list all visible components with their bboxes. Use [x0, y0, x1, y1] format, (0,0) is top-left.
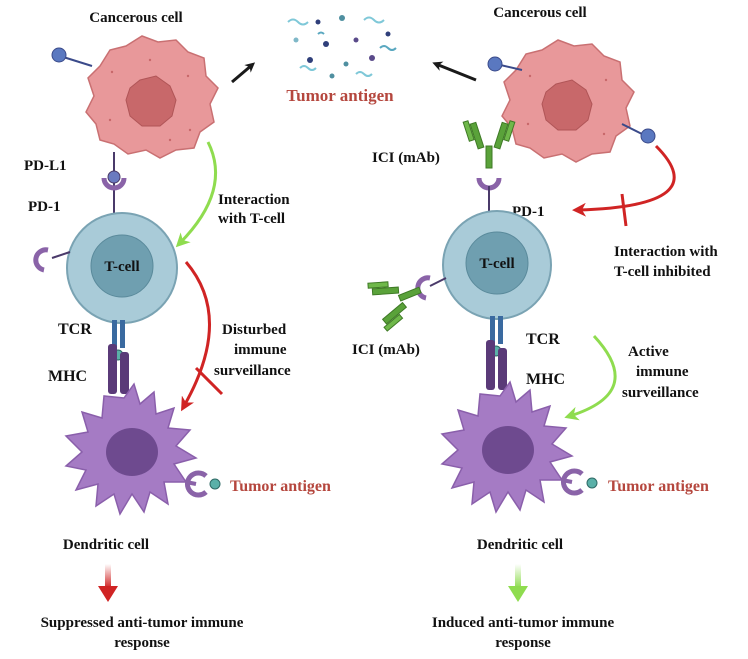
left-bound-antigen: [209, 478, 221, 490]
left-pdl1-ligand: [107, 170, 121, 184]
right-mhc-chain-b: [498, 348, 507, 390]
left-t-cell-label: T-cell: [104, 259, 139, 275]
left-disturbed-arrow: [181, 261, 211, 412]
left-dendritic-label: Dendritic cell: [63, 537, 149, 553]
left-block-mark: [194, 366, 224, 396]
right-outcome-label-1: Induced anti-tumor immune: [432, 615, 615, 631]
right-t-cell-label: T-cell: [479, 256, 514, 272]
left-outcome-label-2: response: [114, 635, 170, 651]
right-dendritic-label: Dendritic cell: [477, 537, 563, 553]
left-mhc-chain-b: [120, 352, 129, 394]
right-active-label-1: Active: [628, 344, 669, 360]
right-tcr-label: TCR: [526, 331, 560, 348]
left-cancer-cell: [51, 35, 219, 159]
right-mhc-chain-a: [486, 340, 495, 390]
right-t-cell: [442, 210, 552, 320]
tumor-antigen-particles: [287, 15, 397, 79]
left-tcr-label: TCR: [58, 321, 92, 338]
right-tcr-chain-b: [498, 316, 503, 344]
right-outcome-label-2: response: [495, 635, 551, 651]
right-ici-top-label: ICI (mAb): [372, 150, 440, 166]
left-interaction-label-2: with T-cell: [218, 211, 285, 227]
right-side-receptor-stalk: [429, 277, 447, 287]
left-disturbed-label-3: surveillance: [214, 363, 291, 379]
right-ici-side-antibody: [365, 265, 431, 333]
center-tumor-antigen-label: Tumor antigen: [286, 86, 394, 105]
right-outcome-arrow-shaft: [515, 564, 521, 588]
right-inhibited-label-2: T-cell inhibited: [614, 264, 711, 280]
left-mhc-label: MHC: [48, 368, 87, 385]
left-pdl1-label: PD-L1: [24, 158, 67, 174]
left-tumor-antigen-label: Tumor antigen: [230, 478, 331, 495]
right-active-arrow: [564, 334, 617, 421]
right-tumor-antigen-label: Tumor antigen: [608, 478, 709, 495]
right-bound-antigen: [586, 477, 598, 489]
right-ici-top-antibody: [462, 120, 516, 169]
right-release-arrow: [432, 61, 477, 82]
left-pd1-label: PD-1: [28, 199, 61, 215]
left-mhc-chain-a: [108, 344, 117, 394]
right-pdl1-stalk: [621, 123, 643, 135]
left-disturbed-label-2: immune: [234, 342, 287, 358]
left-disturbed-label-1: Disturbed: [222, 322, 287, 338]
right-active-label-3: surveillance: [622, 385, 699, 401]
right-active-label-2: immune: [636, 364, 689, 380]
right-pdl1-ligand: [640, 128, 656, 144]
right-inhibited-label-1: Interaction with: [614, 244, 718, 260]
right-outcome-arrow-head: [508, 586, 528, 602]
left-outcome-arrow-head: [98, 586, 118, 602]
left-interaction-arrow: [175, 141, 217, 248]
left-release-arrow: [231, 62, 256, 84]
left-outcome-label-1: Suppressed anti-tumor immune: [41, 615, 244, 631]
left-dendritic-cell: [64, 382, 198, 516]
right-block-mark: [620, 193, 628, 227]
left-t-cell: [66, 212, 178, 324]
right-tcr-chain-a: [490, 316, 495, 344]
left-interaction-label-1: Interaction: [218, 192, 290, 208]
left-cancer-cell-label: Cancerous cell: [89, 10, 182, 26]
right-ici-side-label: ICI (mAb): [352, 342, 420, 358]
right-side-receptor: [415, 275, 431, 301]
right-mhc-label: MHC: [526, 371, 565, 388]
right-dendritic-cell: [440, 380, 574, 514]
left-tcr-chain-a: [112, 320, 117, 348]
left-side-receptor: [33, 247, 49, 273]
left-outcome-arrow-shaft: [105, 564, 111, 588]
left-side-receptor-stalk: [51, 251, 71, 259]
right-cancer-cell: [501, 39, 635, 163]
left-tcr-chain-b: [120, 320, 125, 348]
left-pd1-receptor: [101, 177, 127, 191]
right-cancer-cell-label: Cancerous cell: [493, 5, 586, 21]
right-inhibited-arrow: [572, 144, 676, 217]
right-cancer-ligand-top: [487, 56, 503, 72]
